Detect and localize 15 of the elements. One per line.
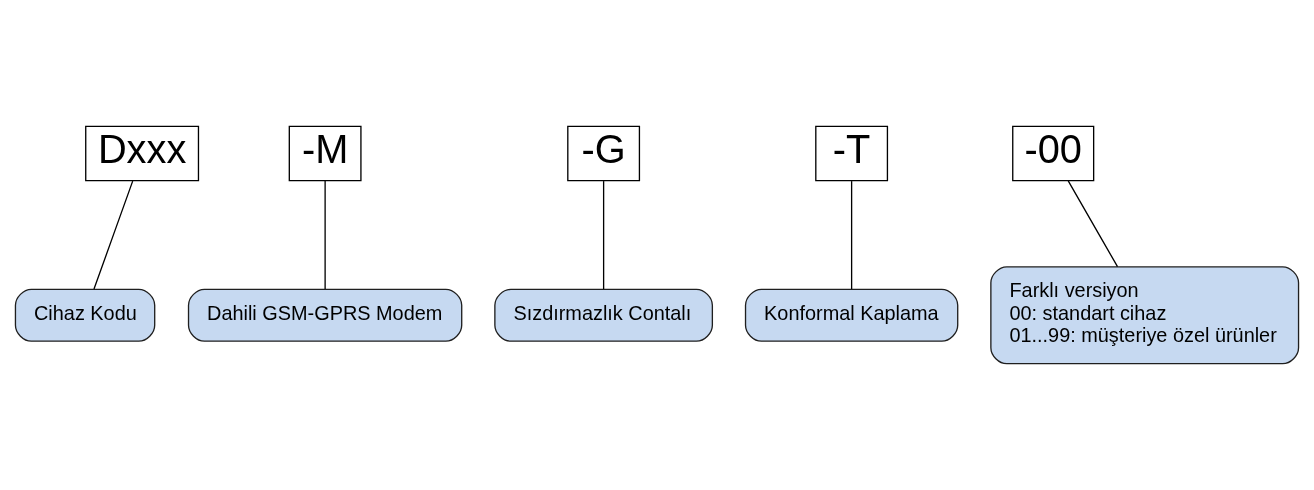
node-box: Cihaz Kodu bbox=[14, 288, 156, 342]
connector bbox=[1067, 180, 1119, 268]
node-box: -G bbox=[567, 125, 641, 182]
node-box: -00 bbox=[1012, 125, 1095, 182]
connector bbox=[93, 180, 134, 290]
connector bbox=[602, 180, 605, 290]
node-box: Sızdırmazlık Contalı bbox=[494, 288, 714, 342]
node-box: Dxxx bbox=[85, 125, 200, 182]
connector bbox=[850, 180, 853, 290]
node-box: Konformal Kaplama bbox=[744, 288, 959, 342]
node-box: -M bbox=[288, 125, 362, 182]
node-box: -T bbox=[815, 125, 889, 182]
node-box: Farklı versiyon 00: standart cihaz 01...99: müşteriye özel ürünler bbox=[990, 266, 1300, 365]
node-box: Dahili GSM-GPRS Modem bbox=[187, 288, 463, 342]
connector bbox=[324, 180, 326, 290]
